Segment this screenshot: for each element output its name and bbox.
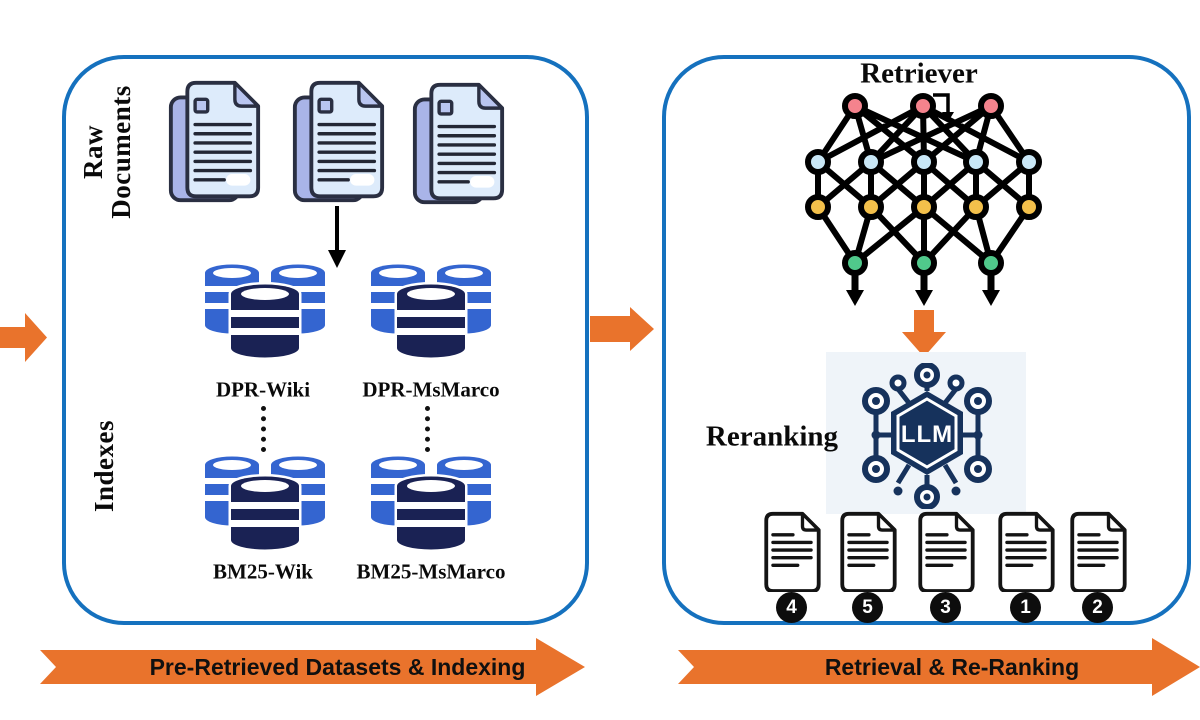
rank-badge: 4 [776, 592, 807, 623]
document-stack-icon [166, 78, 263, 206]
database-cluster-icon [361, 260, 501, 368]
dataset-label-dpr-wiki: DPR-Wiki [215, 377, 311, 402]
document-stack-icon [290, 78, 387, 206]
entry-right-arrow-icon [0, 313, 47, 362]
ellipsis-connector [425, 406, 430, 452]
ranked-document-icon [1067, 510, 1129, 592]
database-cluster-icon [195, 452, 335, 560]
retrieval-reranking-banner-label: Retrieval & Re-Ranking [824, 653, 1080, 680]
ranked-document-icon [761, 510, 823, 592]
dataset-label-bm25-wik: BM25-Wik [213, 559, 313, 584]
ranked-document-icon [837, 510, 899, 592]
banner-arrow-shape [678, 638, 1200, 696]
retrieval-reranking-banner: Retrieval & Re-Ranking [678, 638, 1200, 696]
retriever-output-down-arrow-icon [902, 310, 946, 357]
neural-network-icon [805, 93, 1042, 306]
llm-network-icon: LLM [862, 363, 992, 509]
ingest-down-arrow-icon [328, 206, 346, 268]
ellipsis-connector [261, 406, 266, 452]
raw-documents-label: Raw Documents [77, 85, 136, 219]
retriever-label: Retriever [860, 57, 978, 90]
raw-documents-label-line2: Documents [106, 85, 136, 219]
pre-retrieved-banner-label: Pre-Retrieved Datasets & Indexing [149, 653, 526, 680]
ranked-document-icon [915, 510, 977, 592]
banner-arrow-shape [40, 638, 585, 696]
mid-right-arrow-icon [590, 307, 654, 351]
database-cluster-icon [361, 452, 501, 560]
llm-label: LLM [901, 421, 953, 448]
dataset-label-dpr-msmarco: DPR-MsMarco [362, 377, 500, 402]
rank-badge: 2 [1082, 592, 1113, 623]
rank-badge: 5 [852, 592, 883, 623]
rank-badge: 3 [930, 592, 961, 623]
indexes-label: Indexes [88, 419, 119, 513]
ranked-document-icon [995, 510, 1057, 592]
rank-badge: 1 [1010, 592, 1041, 623]
reranking-label: Reranking [705, 420, 839, 453]
document-stack-icon [410, 80, 507, 208]
raw-documents-label-line1: Raw [77, 125, 108, 179]
database-cluster-icon [195, 260, 335, 368]
dataset-label-bm25-msmarco: BM25-MsMarco [356, 559, 506, 584]
pre-retrieved-banner: Pre-Retrieved Datasets & Indexing [40, 638, 585, 696]
